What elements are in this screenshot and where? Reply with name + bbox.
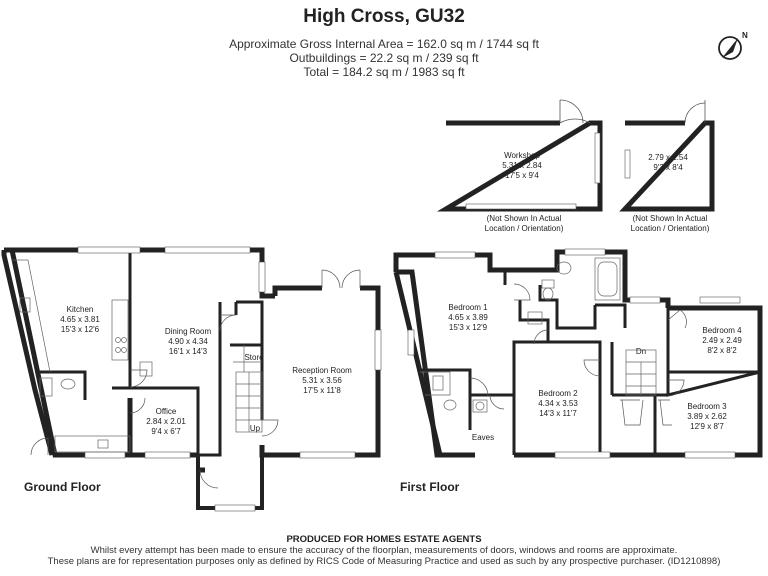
bedroom3-name: Bedroom 3 — [687, 402, 727, 411]
footer: PRODUCED FOR HOMES ESTATE AGENTS Whilst … — [0, 534, 768, 567]
reception-metric: 5.31 x 3.56 — [302, 376, 342, 385]
first-floor-doors — [469, 283, 687, 426]
ground-floor-stairs — [139, 345, 263, 433]
workshop-outline — [436, 99, 603, 212]
office-name: Office — [156, 407, 177, 416]
shed-note-1: (Not Shown In Actual — [633, 214, 708, 223]
bedroom2-name: Bedroom 2 — [538, 389, 578, 398]
bedroom3-metric: 3.89 x 2.62 — [687, 412, 727, 421]
bedroom4-name: Bedroom 4 — [702, 326, 742, 335]
workshop-name: Workshop — [504, 151, 540, 160]
first-floor-walls — [393, 249, 763, 458]
shed-note-2: Location / Orientation) — [631, 224, 710, 233]
ground-floor-doors — [30, 269, 361, 489]
ground-stairs-label: Up — [250, 424, 261, 433]
shed-imperial: 9'2 x 8'4 — [653, 163, 683, 172]
area-summary: Approximate Gross Internal Area = 162.0 … — [0, 37, 768, 79]
kitchen-imperial: 15'3 x 12'6 — [61, 325, 100, 334]
bedroom1-name: Bedroom 1 — [448, 303, 488, 312]
compass-north-label: N — [742, 31, 748, 40]
bedroom2-metric: 4.34 x 3.53 — [538, 399, 578, 408]
disclaimer-line-1: Whilst every attempt has been made to en… — [90, 545, 678, 556]
compass-icon: N — [718, 31, 748, 60]
bedroom2-imperial: 14'3 x 11'7 — [539, 409, 577, 418]
bedroom4-imperial: 8'2 x 8'2 — [707, 346, 737, 355]
workshop-imperial: 17'5 x 9'4 — [505, 171, 539, 180]
first-floor-label: First Floor — [400, 480, 460, 494]
first-floor-stairs — [625, 349, 657, 396]
reception-name: Reception Room — [292, 366, 352, 375]
bedroom3-imperial: 12'9 x 8'7 — [690, 422, 724, 431]
office-metric: 2.84 x 2.01 — [146, 417, 186, 426]
produced-for: PRODUCED FOR HOMES ESTATE AGENTS — [286, 534, 482, 545]
first-floor-fixtures — [420, 257, 621, 413]
dining-name: Dining Room — [165, 327, 212, 336]
ground-floor-windows — [77, 246, 382, 512]
kitchen-name: Kitchen — [67, 305, 94, 314]
disclaimer-line-2: These plans are for representation purpo… — [47, 556, 721, 567]
bedroom1-imperial: 15'3 x 12'9 — [449, 323, 488, 332]
workshop-note-1: (Not Shown In Actual — [487, 214, 562, 223]
office-imperial: 9'4 x 6'7 — [151, 427, 181, 436]
dining-metric: 4.90 x 4.34 — [168, 337, 208, 346]
eaves-name: Eaves — [472, 433, 494, 442]
ground-floor-label: Ground Floor — [24, 480, 101, 494]
total-area: Total = 184.2 sq m / 1983 sq ft — [303, 65, 465, 79]
kitchen-metric: 4.65 x 3.81 — [60, 315, 100, 324]
first-floor-windows — [407, 248, 741, 459]
workshop-metric: 5.31 x 2.84 — [502, 161, 542, 170]
workshop-note-2: Location / Orientation) — [485, 224, 564, 233]
dining-imperial: 16'1 x 14'3 — [169, 347, 208, 356]
gross-internal-area: Approximate Gross Internal Area = 162.0 … — [229, 37, 539, 51]
bedroom4-metric: 2.49 x 2.49 — [702, 336, 742, 345]
reception-imperial: 17'5 x 11'8 — [303, 386, 341, 395]
outbuildings-area: Outbuildings = 22.2 sq m / 239 sq ft — [289, 51, 479, 65]
kitchen-fixtures — [12, 259, 131, 453]
plan-title: High Cross, GU32 — [303, 6, 465, 27]
first-stairs-label: Dn — [636, 347, 646, 356]
shed-outline — [619, 100, 715, 212]
bedroom1-metric: 4.65 x 3.89 — [448, 313, 488, 322]
store-name: Store — [244, 353, 264, 362]
shed-metric: 2.79 x 2.54 — [648, 153, 688, 162]
